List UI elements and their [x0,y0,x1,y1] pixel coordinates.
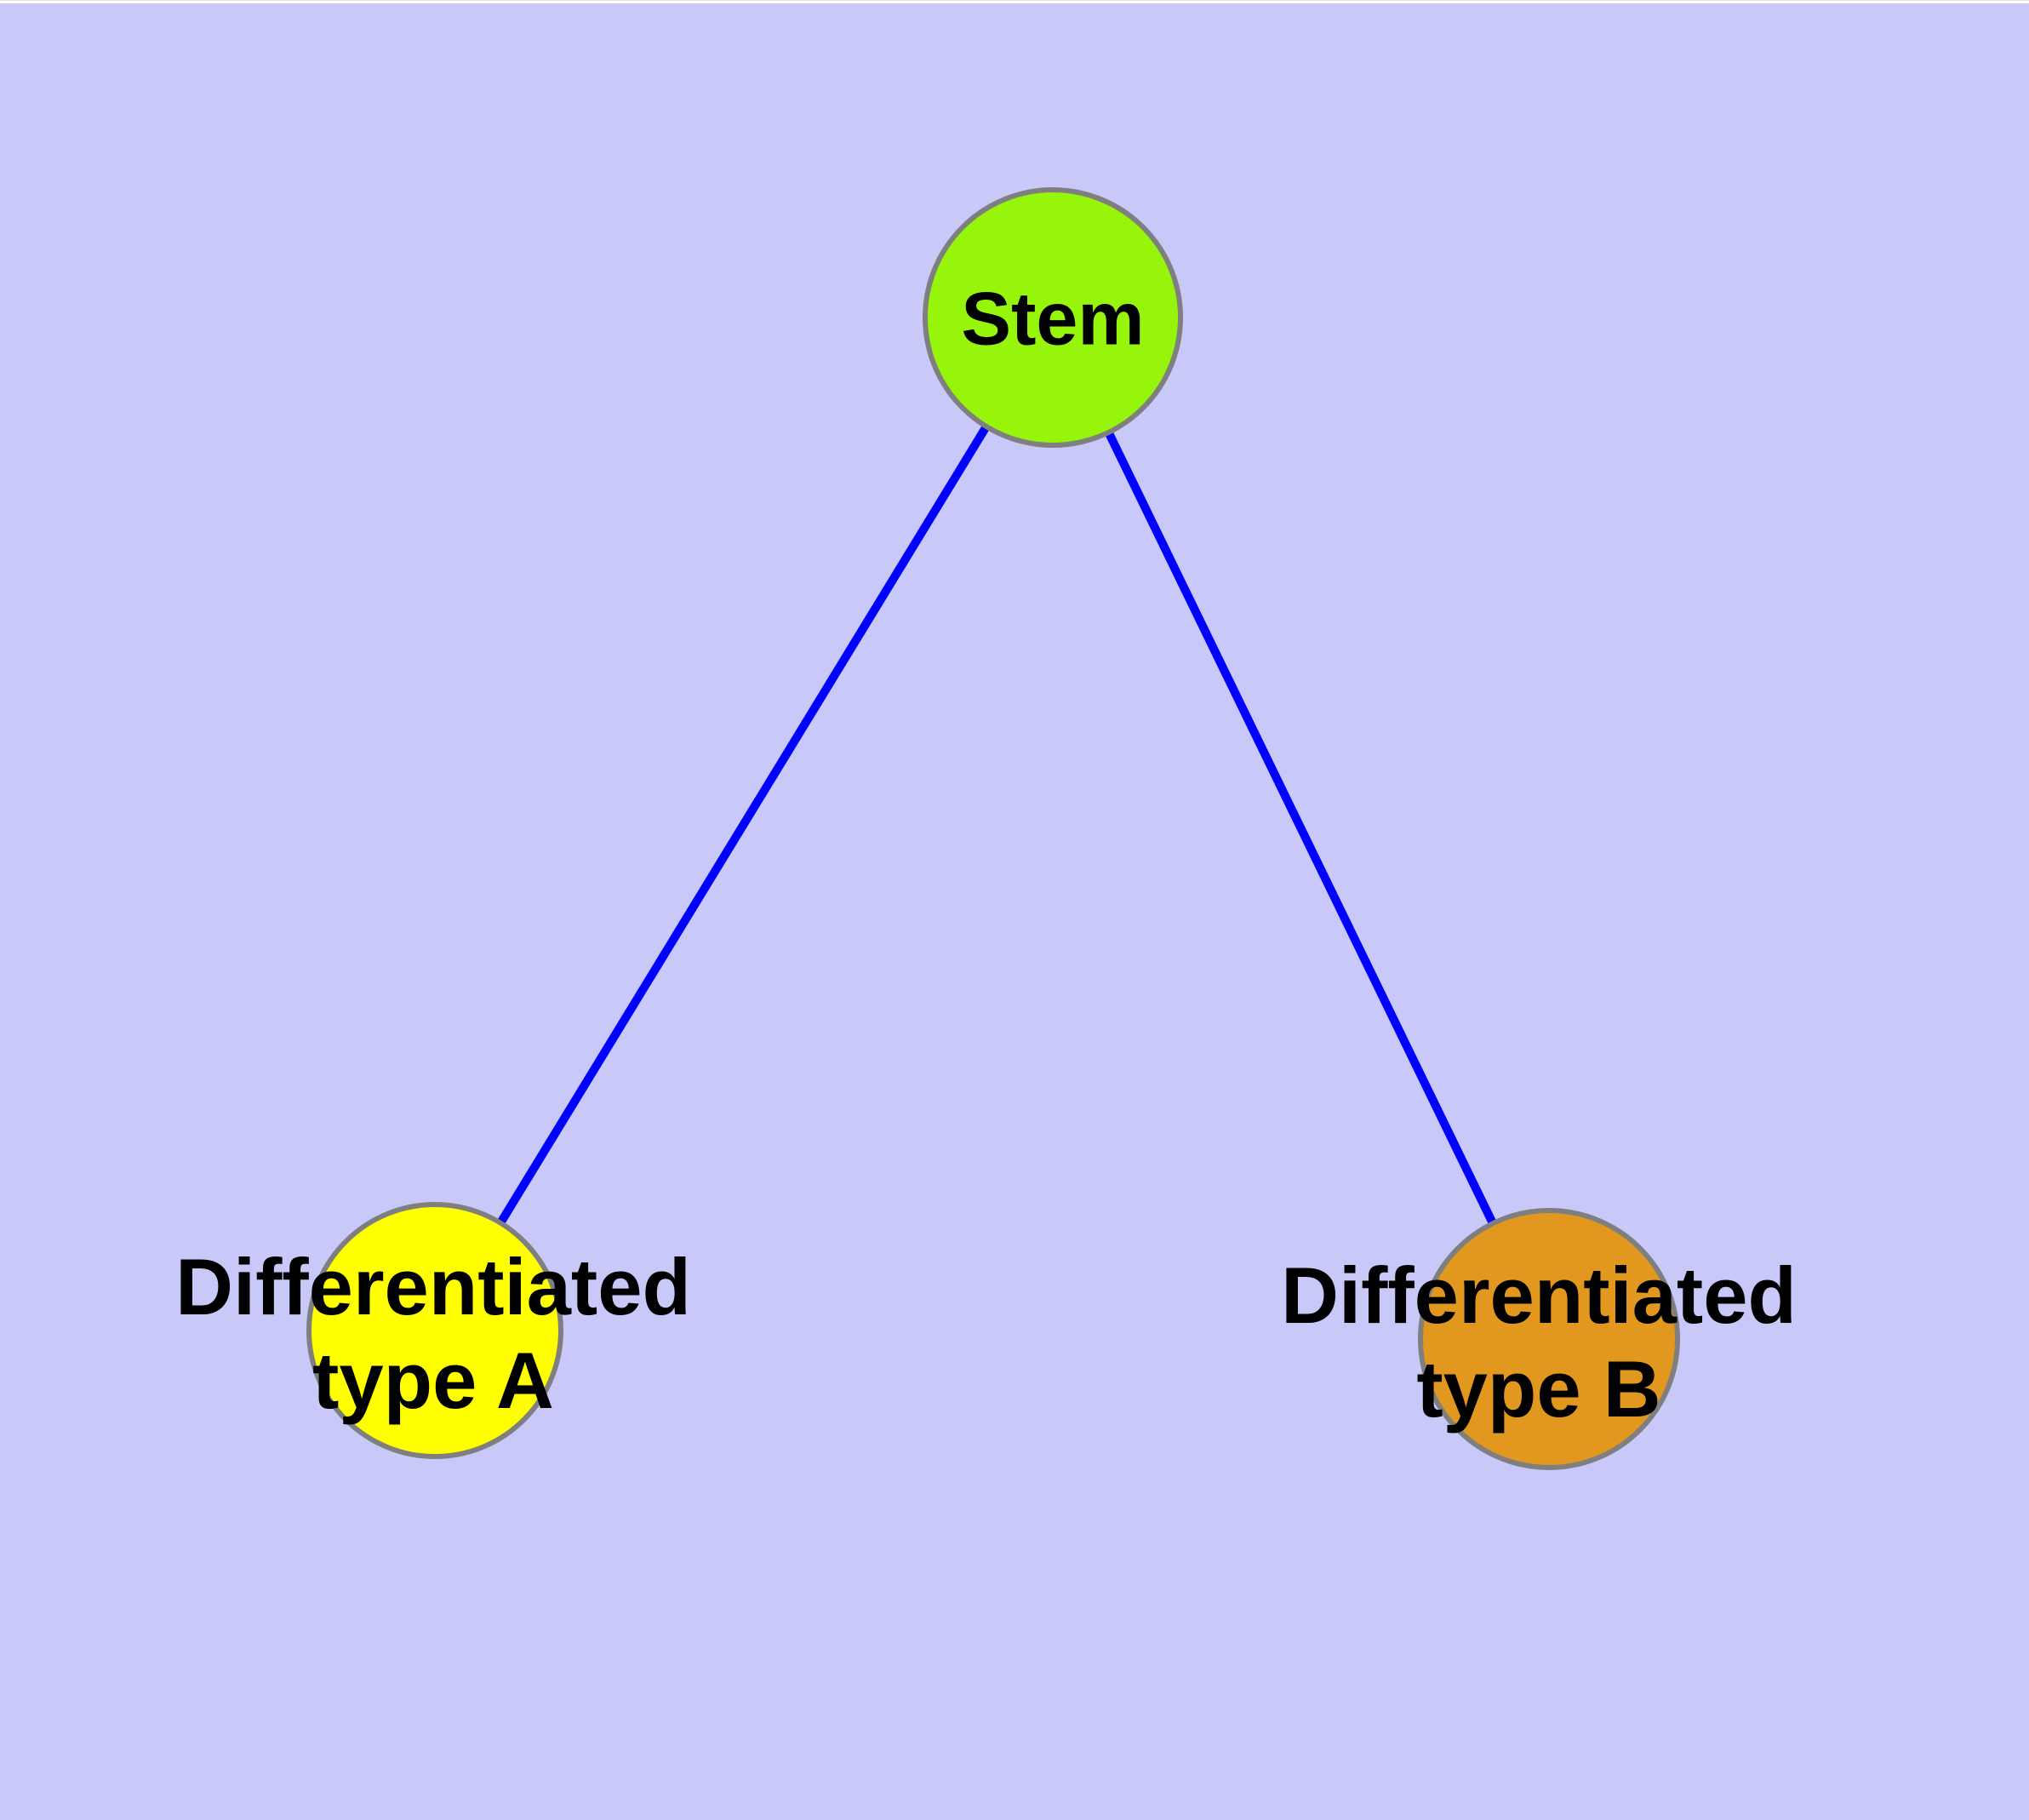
node-differentiated-type-b[interactable] [1418,1208,1680,1470]
edge-stem-to-type-a [431,315,1057,1333]
node-stem-label-text: Stem [961,276,1145,361]
node-stem-label: Stem [961,276,1144,363]
node-type-a-label-line1: Differentiated [175,1242,691,1332]
window-top-strip [0,0,2029,3]
node-type-b-label-line2: type B [1416,1344,1661,1434]
node-differentiated-type-a[interactable] [306,1202,563,1459]
node-type-a-label-line2: type A [312,1336,554,1425]
node-type-a-label: Differentiated type A [175,1240,691,1428]
edge-stem-to-type-b [1049,315,1553,1342]
node-stem[interactable] [923,187,1183,448]
node-type-b-label-line1: Differentiated [1281,1251,1797,1341]
node-type-b-label: Differentiated type B [1281,1249,1797,1436]
